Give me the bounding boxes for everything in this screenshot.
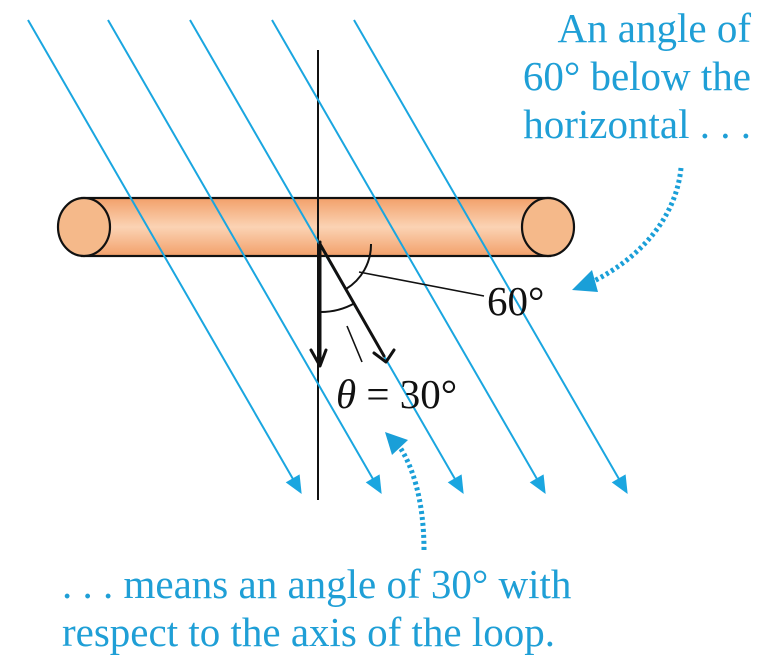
bottom-annotation: . . . means an angle of 30° with respect… [62, 560, 571, 656]
loop-left-end [56, 196, 112, 258]
field-vector-arrowhead-icon [372, 348, 396, 364]
theta-value: = 30° [356, 371, 458, 417]
field-line [27, 19, 299, 488]
loop-tube [80, 196, 552, 258]
arc-30-degrees [319, 302, 356, 314]
theta-symbol: θ [336, 371, 357, 417]
top-callout-arrow [572, 167, 684, 292]
leader-60-degrees [358, 271, 485, 297]
current-loop [56, 196, 576, 258]
top-annotation-line: horizontal . . . [523, 101, 751, 147]
bottom-annotation-line: . . . means an angle of 30° with [62, 561, 572, 607]
arrowhead-icon [611, 474, 628, 494]
normal-vector [309, 240, 328, 368]
arrowhead-icon [529, 474, 546, 494]
theta-label: θ = 30° [336, 372, 457, 416]
top-annotation-line: 60° below the [522, 53, 751, 99]
arrowhead-icon [285, 474, 302, 494]
dotted-curved-arrow-icon [394, 440, 427, 551]
angle-60-label: 60° [487, 278, 545, 324]
arc-60-degrees [345, 243, 373, 290]
bottom-callout-arrow [385, 432, 427, 551]
leader-30-degrees [346, 325, 363, 363]
field-vector [318, 242, 396, 364]
top-annotation-line: An angle of [557, 5, 751, 51]
top-annotation: An angle of 60° below the horizontal . .… [523, 4, 751, 148]
dotted-curved-arrow-icon [590, 167, 684, 285]
callout-arrowhead-icon [572, 270, 598, 292]
loop-right-end [520, 196, 576, 258]
field-line [353, 19, 625, 488]
bottom-annotation-line: respect to the axis of the loop. [62, 609, 556, 655]
arrowhead-icon [365, 474, 382, 494]
callout-arrowhead-icon [385, 432, 408, 455]
field-line [107, 19, 379, 488]
field-line [271, 19, 543, 488]
magnetic-field-lines [27, 19, 628, 494]
arrowhead-icon [447, 474, 464, 494]
normal-arrowhead-icon [309, 348, 328, 368]
